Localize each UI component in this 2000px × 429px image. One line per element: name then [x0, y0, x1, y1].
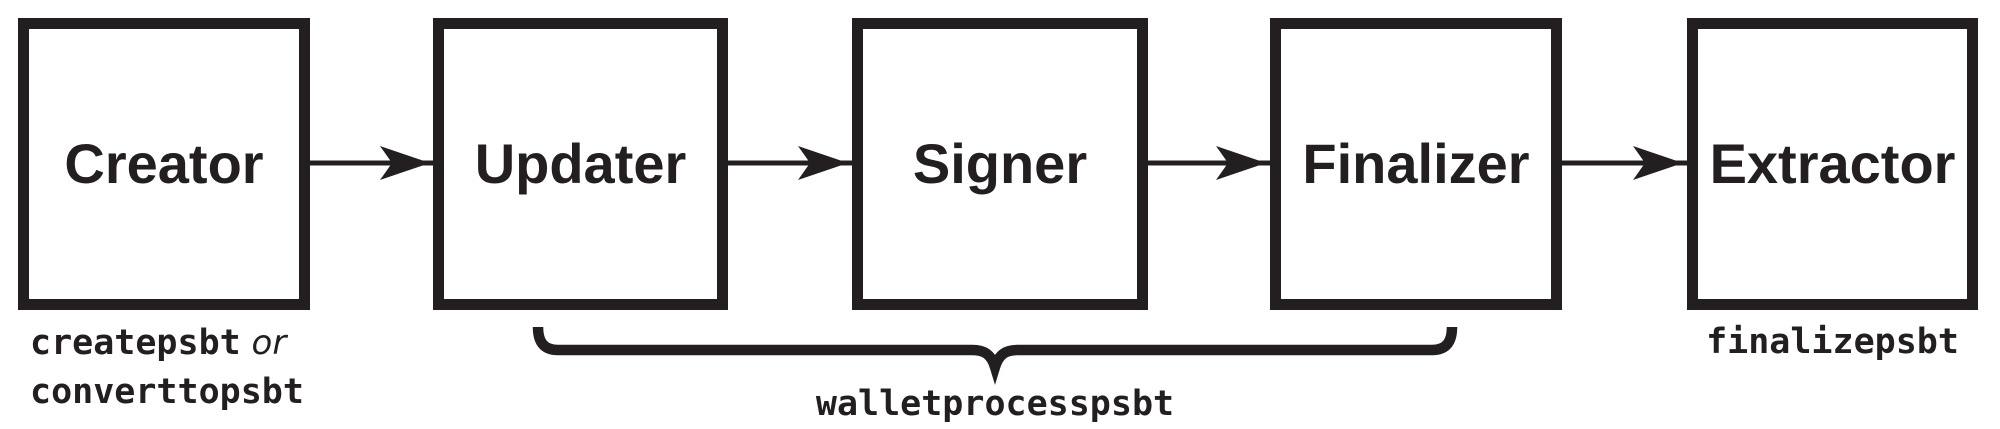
createpsbt-command: createpsbt	[30, 323, 241, 363]
box-finalizer: Finalizer	[1270, 18, 1562, 310]
arrow-creator-to-updater	[310, 146, 442, 180]
creator-command-label: createpsbt or converttopsbt	[30, 322, 304, 420]
brace-updater-to-finalizer	[532, 326, 1458, 385]
box-updater: Updater	[433, 18, 728, 310]
box-updater-label: Updater	[474, 132, 687, 195]
arrow-finalizer-to-extractor	[1562, 146, 1695, 180]
arrow-signer-to-finalizer	[1148, 146, 1278, 180]
box-creator-label: Creator	[64, 132, 264, 195]
walletprocesspsbt-command: walletprocesspsbt	[815, 384, 1175, 424]
creator-command-line-1: createpsbt or	[30, 322, 304, 371]
creator-command-line-2: converttopsbt	[30, 371, 304, 420]
extractor-command-label: finalizepsbt	[1687, 322, 1978, 362]
finalizepsbt-command: finalizepsbt	[1706, 322, 1959, 362]
box-extractor: Extractor	[1687, 18, 1978, 310]
converttopsbt-command: converttopsbt	[30, 372, 304, 412]
walletprocesspsbt-label: walletprocesspsbt	[695, 384, 1295, 424]
box-creator: Creator	[18, 18, 310, 310]
box-extractor-label: Extractor	[1709, 132, 1956, 195]
arrow-updater-to-signer	[728, 146, 860, 180]
or-word: or	[251, 323, 287, 363]
box-signer: Signer	[852, 18, 1148, 310]
box-signer-label: Signer	[912, 132, 1088, 195]
or-conjunction	[241, 323, 252, 363]
box-finalizer-label: Finalizer	[1302, 132, 1530, 195]
